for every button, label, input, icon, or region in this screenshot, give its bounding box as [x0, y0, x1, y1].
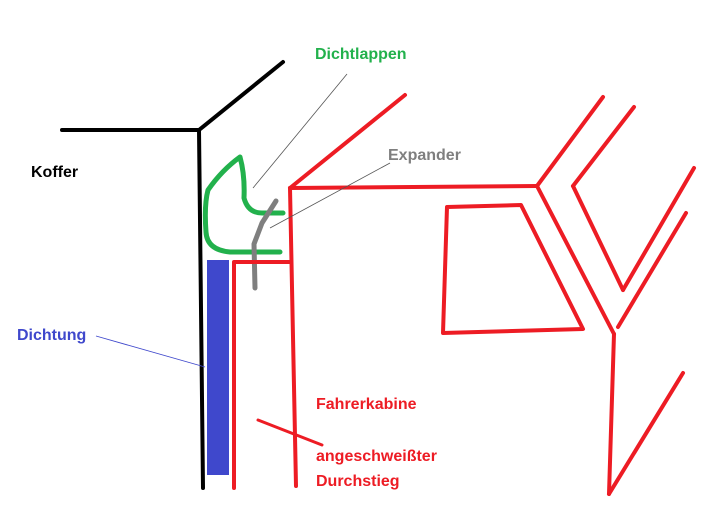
dichtung-leader	[95, 335, 206, 368]
expander-leader	[269, 162, 391, 229]
fahrerkabine-outline	[232, 93, 696, 496]
label-koffer: Koffer	[31, 164, 78, 181]
cabin-window	[441, 203, 585, 335]
cabin-side-line-1	[621, 166, 696, 292]
cabin-roof-line	[288, 184, 539, 190]
dichtlappen-shape	[202, 154, 286, 255]
durchstieg-pointer	[256, 418, 324, 447]
label-fahrerkabine: Fahrerkabine	[316, 396, 417, 413]
cabin-a-pillar-inner	[571, 184, 625, 292]
dichtlappen-leader	[252, 73, 348, 189]
label-dichtung: Dichtung	[17, 327, 86, 344]
dichtung-strip	[207, 260, 229, 475]
label-dichtlappen: Dichtlappen	[315, 46, 407, 63]
koffer-outline	[60, 60, 285, 490]
label-durchstieg-line2: Durchstieg	[316, 473, 400, 490]
cabin-a-pillar-outer	[535, 184, 616, 336]
label-expander: Expander	[388, 147, 461, 164]
cabin-side-line-2	[616, 211, 688, 329]
cabin-front-wall	[288, 186, 298, 488]
label-durchstieg-line1: angeschweißter	[316, 448, 437, 465]
koffer-roof-line	[60, 60, 285, 132]
cabin-inner-wall	[232, 260, 292, 490]
cabin-lower-diagonal	[607, 371, 685, 496]
koffer-wall-line	[197, 128, 205, 490]
cabin-roof-edge	[288, 93, 407, 190]
cabin-roof-peak-left	[535, 95, 605, 188]
cabin-roof-peak-right	[571, 105, 636, 188]
cabin-pillar-down	[607, 332, 616, 496]
expander-line	[251, 198, 279, 291]
